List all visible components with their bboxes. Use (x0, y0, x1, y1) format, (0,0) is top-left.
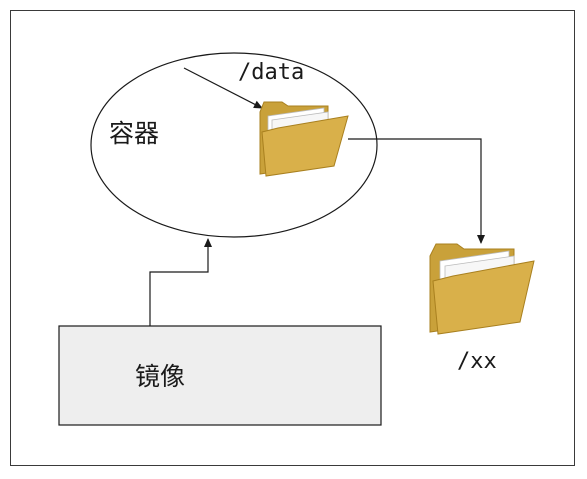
image-box (58, 325, 382, 426)
data-to-host-arrow (348, 138, 485, 244)
container-ellipse (90, 52, 378, 238)
pointer-to-data-folder-arrow (183, 67, 263, 109)
image-label: 镜像 (135, 362, 186, 391)
container-label: 容器 (109, 119, 160, 148)
container-path-label: /data (238, 60, 305, 85)
host-path-label: /xx (457, 349, 497, 374)
image-to-container-arrow (149, 238, 212, 326)
folder-icon (429, 243, 535, 335)
folder-icon (259, 101, 349, 177)
